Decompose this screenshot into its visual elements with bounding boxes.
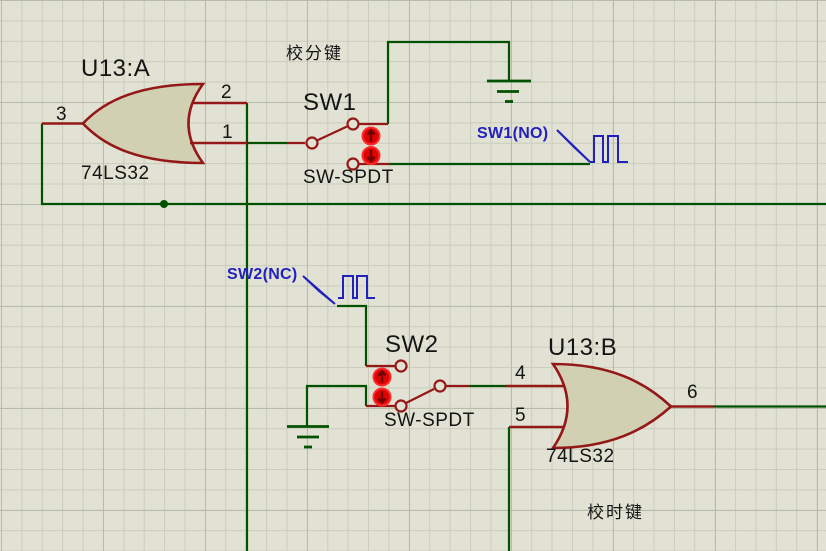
square-wave-icon xyxy=(338,275,375,299)
arrow-up-icon xyxy=(366,128,376,142)
sw2-spdt-switch[interactable] xyxy=(366,359,470,413)
wire-sw1-no-to-ground xyxy=(386,40,511,124)
sw1-ref-label: SW1 xyxy=(303,89,357,116)
u13b-or-gate[interactable] xyxy=(506,362,713,450)
probe-sw2-nc[interactable] xyxy=(302,275,375,305)
square-wave-icon xyxy=(590,135,628,163)
sw2-no-contact xyxy=(394,399,408,413)
u13a-part-label: 74LS32 xyxy=(81,163,150,184)
arrow-down-icon xyxy=(366,150,376,163)
sw2-toggle-up-button[interactable] xyxy=(372,367,392,387)
sw2-ref-label: SW2 xyxy=(385,331,439,358)
sw1-lever[interactable] xyxy=(316,125,348,142)
wire-pin3-to-bus xyxy=(40,123,826,206)
probe-cone-icon xyxy=(302,275,336,305)
arrow-up-icon xyxy=(377,369,387,383)
wire-net xyxy=(40,40,826,551)
u13a-pin2-number: 2 xyxy=(221,82,233,103)
u13b-gate-body[interactable] xyxy=(550,362,673,450)
u13a-ref-label: U13:A xyxy=(81,55,151,82)
u13a-gate-body[interactable] xyxy=(81,82,206,165)
ground-symbol-top xyxy=(487,79,531,103)
u13a-pin1-number: 1 xyxy=(222,122,234,143)
hour-key-annotation: 校时键 xyxy=(587,503,644,522)
sw2-nc-contact xyxy=(394,359,408,373)
sw2-pole-contact xyxy=(433,379,447,393)
probe-sw1-no-label: SW1(NO) xyxy=(477,125,549,142)
sw1-toggle-up-button[interactable] xyxy=(361,126,381,146)
wire-probe2-to-sw2-nc xyxy=(337,304,368,366)
u13a-pin3-number: 3 xyxy=(56,104,68,125)
sw2-lever[interactable] xyxy=(405,388,435,404)
u13a-or-gate[interactable] xyxy=(42,82,247,165)
probe-sw1-no[interactable] xyxy=(556,129,628,163)
arrow-down-icon xyxy=(377,391,387,405)
sw1-nc-contact xyxy=(346,157,360,171)
probe-cone-icon xyxy=(556,129,591,163)
wire-junction-dot xyxy=(160,200,168,208)
sw2-part-label: SW-SPDT xyxy=(384,410,475,431)
sw1-toggle-down-button[interactable] xyxy=(361,146,381,165)
sw1-part-label: SW-SPDT xyxy=(303,167,394,188)
u13b-part-label: 74LS32 xyxy=(546,446,615,467)
u13b-ref-label: U13:B xyxy=(548,334,618,361)
sw1-no-contact xyxy=(346,117,360,131)
sw1-pole-contact xyxy=(305,136,319,150)
minute-key-annotation: 校分键 xyxy=(286,44,343,63)
u13b-pin5-number: 5 xyxy=(515,405,527,426)
sw2-toggle-down-button[interactable] xyxy=(372,387,392,407)
u13b-pin4-number: 4 xyxy=(515,363,527,384)
u13b-pin6-number: 6 xyxy=(687,382,699,403)
probe-sw2-nc-label: SW2(NC) xyxy=(227,266,298,283)
wire-ground2-to-sw2 xyxy=(305,384,368,426)
ground-symbol-bottom xyxy=(287,425,329,449)
